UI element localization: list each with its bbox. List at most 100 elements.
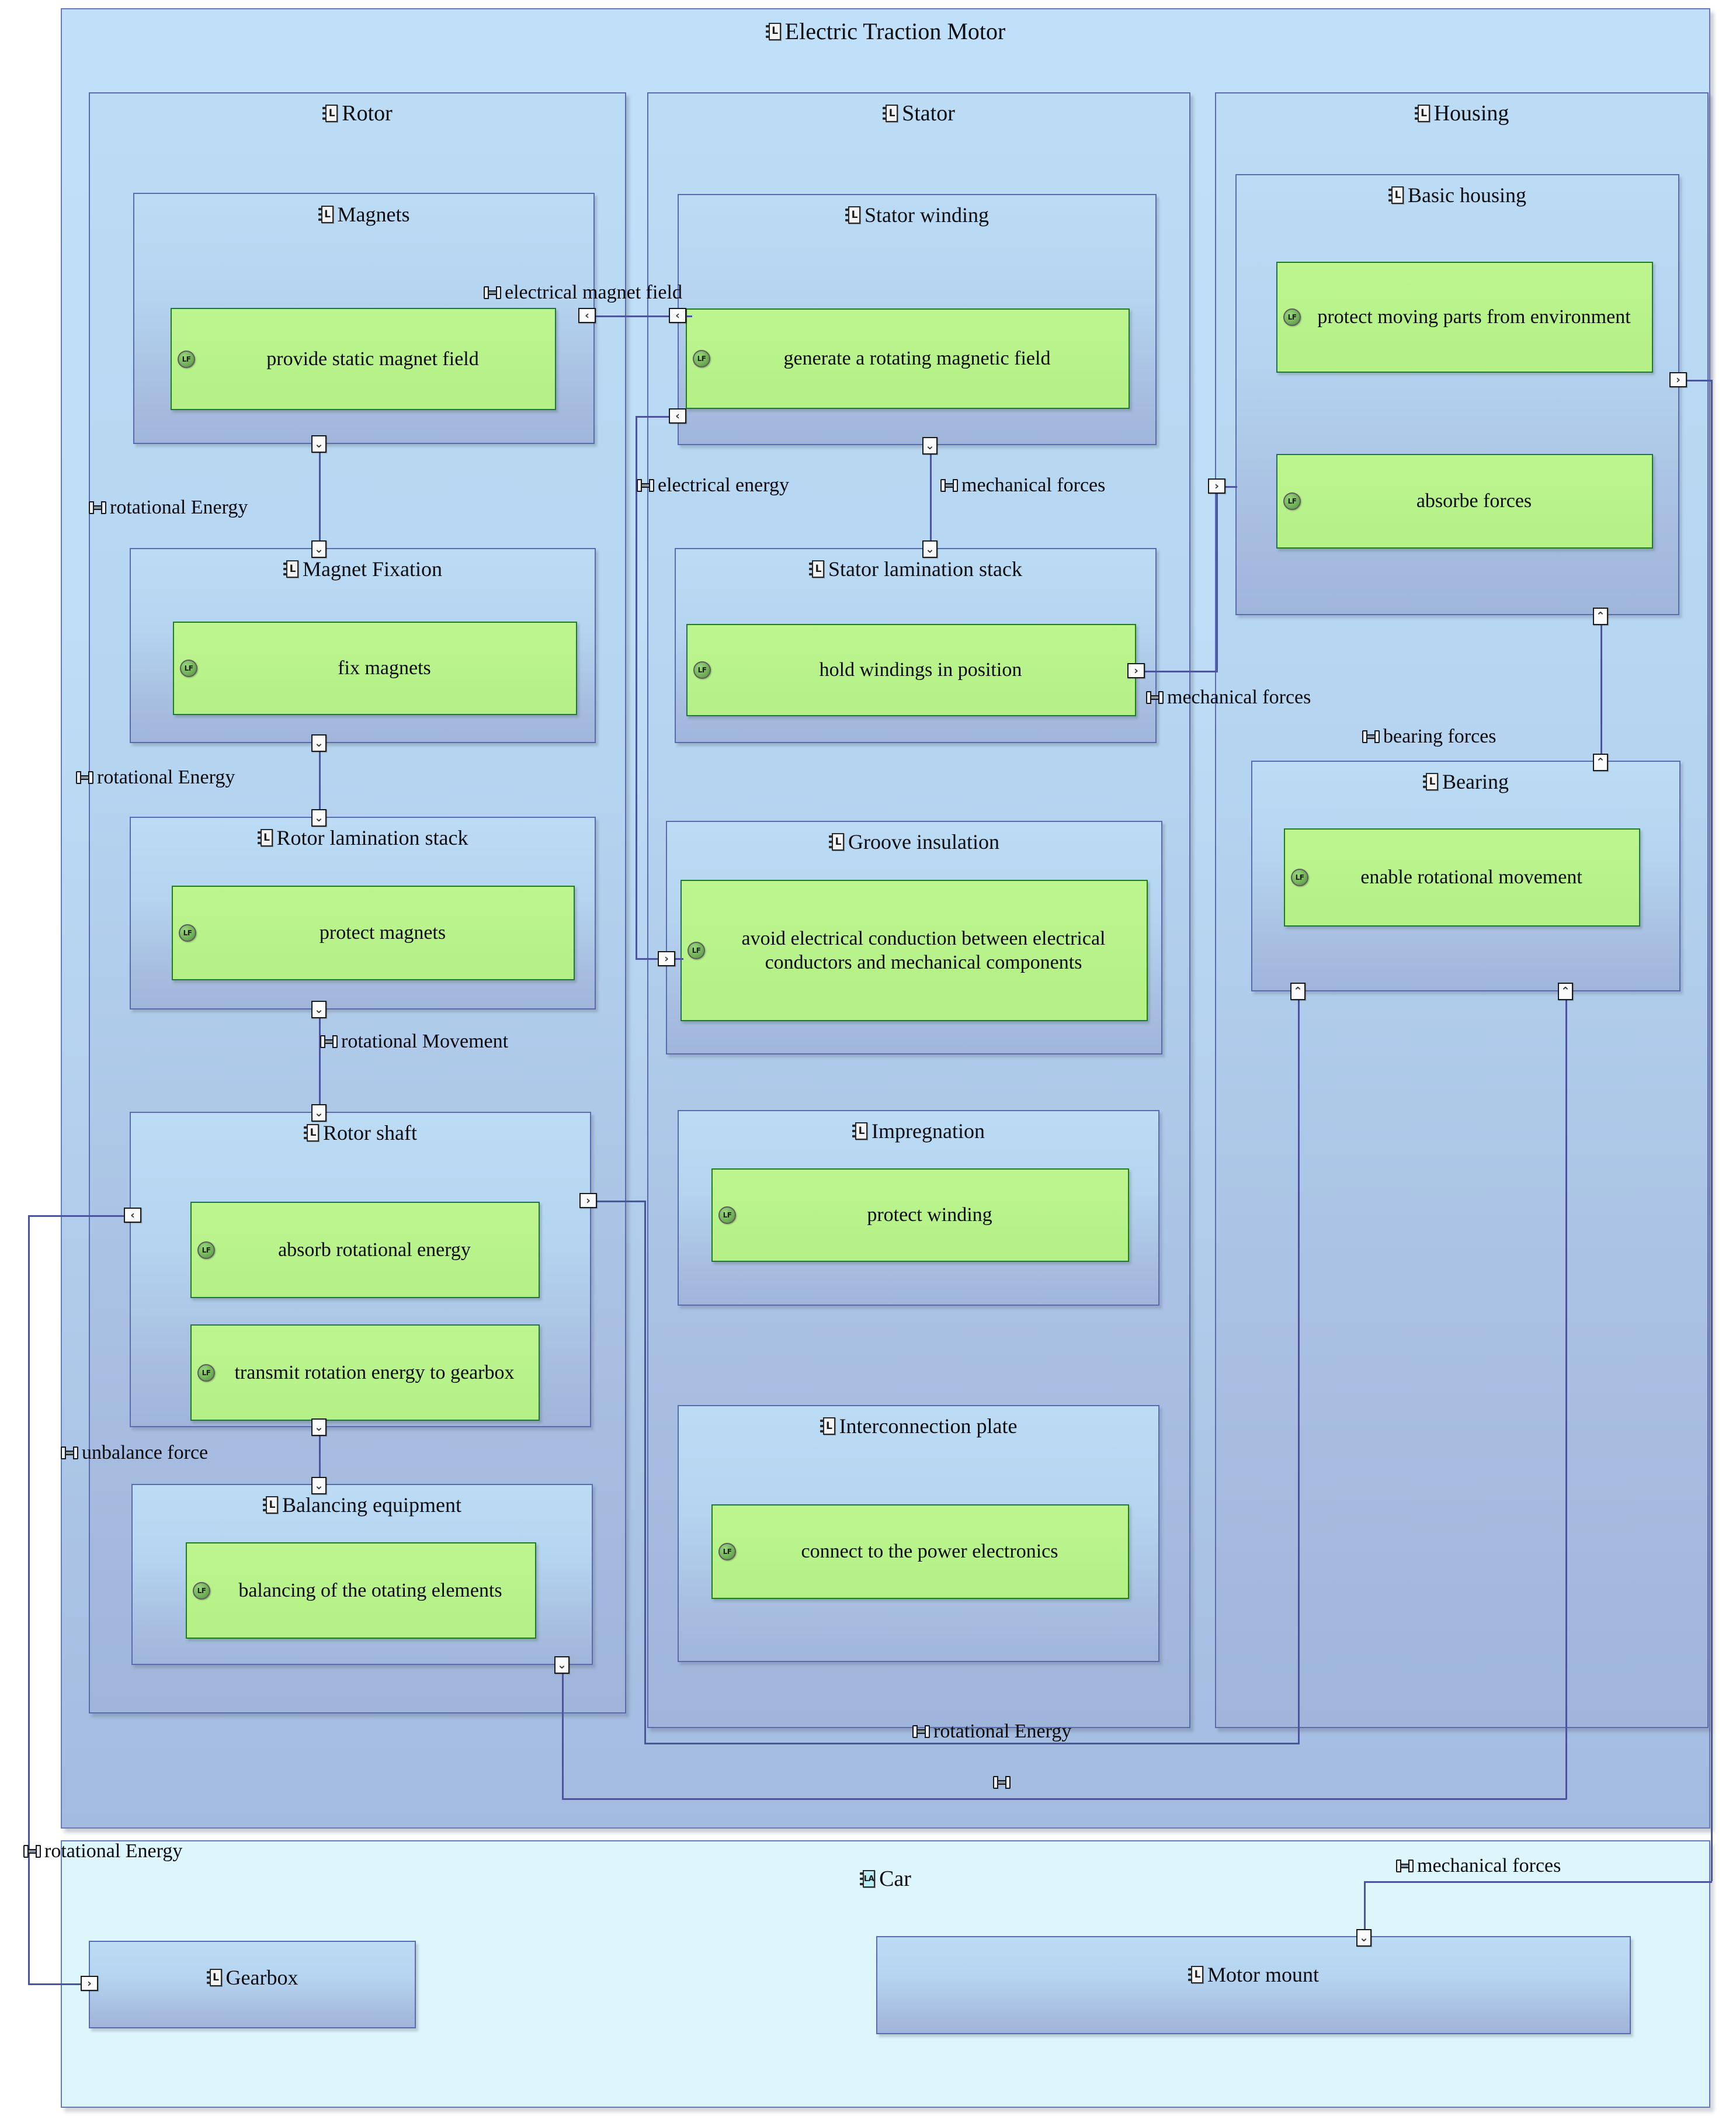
function-connect-to-the-power-electronics[interactable]: LF connect to the power electronics <box>711 1504 1129 1599</box>
function-label: fix magnets <box>338 657 431 679</box>
port-bearing-bottom-right[interactable]: ⌃ <box>1558 983 1573 1000</box>
block-title-stator: L Stator <box>648 100 1189 126</box>
block-LA-icon: LA <box>860 1870 876 1888</box>
function-enable-rotational-movement[interactable]: LF enable rotational movement <box>1284 828 1640 927</box>
port-basic-housing-bottom[interactable]: ⌃ <box>1593 608 1608 625</box>
function-transmit-rotation-energy-to-gearbox[interactable]: LF transmit rotation energy to gearbox <box>190 1324 540 1421</box>
edge-bearing-forces <box>1600 619 1602 771</box>
function-hold-windings-in-position[interactable]: LF hold windings in position <box>686 624 1136 716</box>
function-label: balancing of the otating elements <box>238 1579 502 1601</box>
function-LF-icon: LF <box>197 1364 215 1382</box>
block-L-icon: L <box>304 1124 319 1142</box>
function-protect-moving-parts-from-environment[interactable]: LF protect moving parts from environment <box>1276 262 1653 373</box>
edge-mech-forces-riser <box>1216 486 1218 672</box>
block-title-rotor: L Rotor <box>90 100 625 126</box>
block-title-magnet-fixation: L Magnet Fixation <box>131 557 595 581</box>
port-rotor-shaft-right-out[interactable]: › <box>579 1193 597 1208</box>
function-generate-a-rotating-magnetic-field[interactable]: LF generate a rotating magnetic field <box>686 308 1130 409</box>
edge-basic-housing-out <box>1678 380 1713 381</box>
port-stator-winding-in-magnet-field[interactable]: ‹ <box>669 308 686 323</box>
port-bearing-top[interactable]: ⌃ <box>1593 754 1608 771</box>
block-L-icon: L <box>809 560 825 578</box>
flow-label-rotational-energy-4: rotational Energy <box>23 1840 182 1862</box>
function-protect-winding[interactable]: LF protect winding <box>711 1168 1129 1262</box>
item-flow-icon <box>1362 730 1380 743</box>
flow-label-rotational-energy-3: rotational Energy <box>912 1720 1071 1743</box>
block-L-icon: L <box>1423 773 1439 790</box>
block-title-rotor-shaft: L Rotor shaft <box>131 1121 590 1145</box>
block-basic-housing[interactable]: L Basic housing <box>1235 174 1679 615</box>
edge-rotational-energy-1 <box>319 444 321 549</box>
edge-electrical-energy-to-stator-winding <box>636 416 686 418</box>
block-L-icon: L <box>263 1496 279 1514</box>
flow-label-electrical-magnet-field: electrical magnet field <box>484 282 682 304</box>
block-L-icon: L <box>206 1969 222 1986</box>
block-L-icon: L <box>765 22 781 40</box>
port-rotor-shaft-left-in[interactable]: ‹ <box>124 1208 141 1223</box>
port-basic-housing-right-out[interactable]: › <box>1669 372 1687 387</box>
flow-label-rotational-energy-1: rotational Energy <box>89 497 248 519</box>
edge-right-rail-down <box>1711 380 1713 1881</box>
flow-label-mechanical-forces-3: mechanical forces <box>1396 1855 1561 1877</box>
function-label: protect winding <box>867 1204 992 1226</box>
port-balancing-equipment-bottom[interactable]: ⌄ <box>554 1656 570 1674</box>
edge-magnet-field-to-winding <box>587 315 686 317</box>
block-title-magnets: L Magnets <box>134 202 593 227</box>
port-gearbox-left-in[interactable]: › <box>81 1976 98 1991</box>
flow-label-mechanical-forces-2: mechanical forces <box>1146 686 1311 709</box>
block-motor-mount[interactable]: L Motor mount <box>876 1936 1631 2034</box>
port-rotor-shaft-bottom[interactable]: ⌄ <box>311 1418 327 1436</box>
port-rotor-lamination-top[interactable]: ⌄ <box>311 809 327 827</box>
function-fix-magnets[interactable]: LF fix magnets <box>173 622 577 715</box>
function-absorb-rotational-energy[interactable]: LF absorb rotational energy <box>190 1202 540 1298</box>
block-L-icon: L <box>322 105 338 122</box>
item-flow-icon <box>23 1845 41 1858</box>
block-title-groove-insulation: L Groove insulation <box>667 830 1161 854</box>
item-flow-icon <box>89 501 106 514</box>
edge-shaft-left-in <box>28 1215 133 1217</box>
port-basic-housing-left-in[interactable]: › <box>1208 478 1225 494</box>
port-stator-winding-in-electrical-energy[interactable]: ‹ <box>669 408 686 424</box>
item-flow-icon <box>912 1725 930 1738</box>
port-motor-mount-top-in[interactable]: ⌄ <box>1356 1929 1372 1947</box>
function-protect-magnets[interactable]: LF protect magnets <box>172 886 575 980</box>
edge-mech-forces-into-housing <box>1216 486 1237 488</box>
edge-bottom-rail <box>562 1798 1567 1800</box>
port-stator-lamination-top[interactable]: ⌄ <box>922 540 938 558</box>
function-absorbe-forces[interactable]: LF absorbe forces <box>1276 454 1653 549</box>
block-L-icon: L <box>829 833 845 851</box>
port-stator-winding-bottom[interactable]: ⌄ <box>922 437 938 455</box>
block-L-icon: L <box>1388 186 1404 204</box>
block-gearbox[interactable]: L Gearbox <box>89 1941 416 2028</box>
port-magnet-fixation-top[interactable]: ⌄ <box>311 540 327 558</box>
block-L-icon: L <box>1414 105 1430 122</box>
block-title-motor-mount: L Motor mount <box>877 1962 1630 1987</box>
port-magnets-out[interactable]: ‹ <box>578 308 596 323</box>
edge-left-rail <box>28 1215 30 1985</box>
edge-left-rail-to-gearbox <box>28 1983 91 1985</box>
flow-label-electrical-energy: electrical energy <box>637 474 789 497</box>
function-provide-static-magnet-field[interactable]: LF provide static magnet field <box>171 308 556 410</box>
function-LF-icon: LF <box>718 1206 736 1224</box>
port-balancing-equipment-top[interactable]: ⌄ <box>311 1477 327 1494</box>
port-groove-insulation-left-in[interactable]: › <box>658 951 675 966</box>
function-LF-icon: LF <box>197 1241 215 1259</box>
block-L-icon: L <box>257 829 273 847</box>
flow-label-unnamed <box>993 1776 1014 1789</box>
port-magnet-fixation-bottom[interactable]: ⌄ <box>311 734 327 752</box>
function-LF-icon: LF <box>1283 492 1301 510</box>
port-stator-lamination-right-out[interactable]: › <box>1127 663 1145 678</box>
function-LF-icon: LF <box>693 661 711 679</box>
item-flow-icon <box>993 1776 1011 1789</box>
port-magnets-bottom[interactable]: ⌄ <box>311 435 327 453</box>
edge-down-to-motor-mount <box>1364 1881 1366 1940</box>
port-bearing-bottom-left[interactable]: ⌃ <box>1290 983 1306 1000</box>
function-avoid-electrical-conduction[interactable]: LF avoid electrical conduction between e… <box>680 880 1148 1021</box>
item-flow-icon <box>61 1446 78 1459</box>
function-LF-icon: LF <box>193 1581 210 1600</box>
port-rotor-shaft-top[interactable]: ⌄ <box>311 1104 327 1122</box>
port-rotor-lamination-bottom[interactable]: ⌄ <box>311 1001 327 1018</box>
function-balancing-of-the-otating-elements[interactable]: LF balancing of the otating elements <box>186 1542 536 1639</box>
block-title-rotor-lamination-stack: L Rotor lamination stack <box>131 825 595 850</box>
